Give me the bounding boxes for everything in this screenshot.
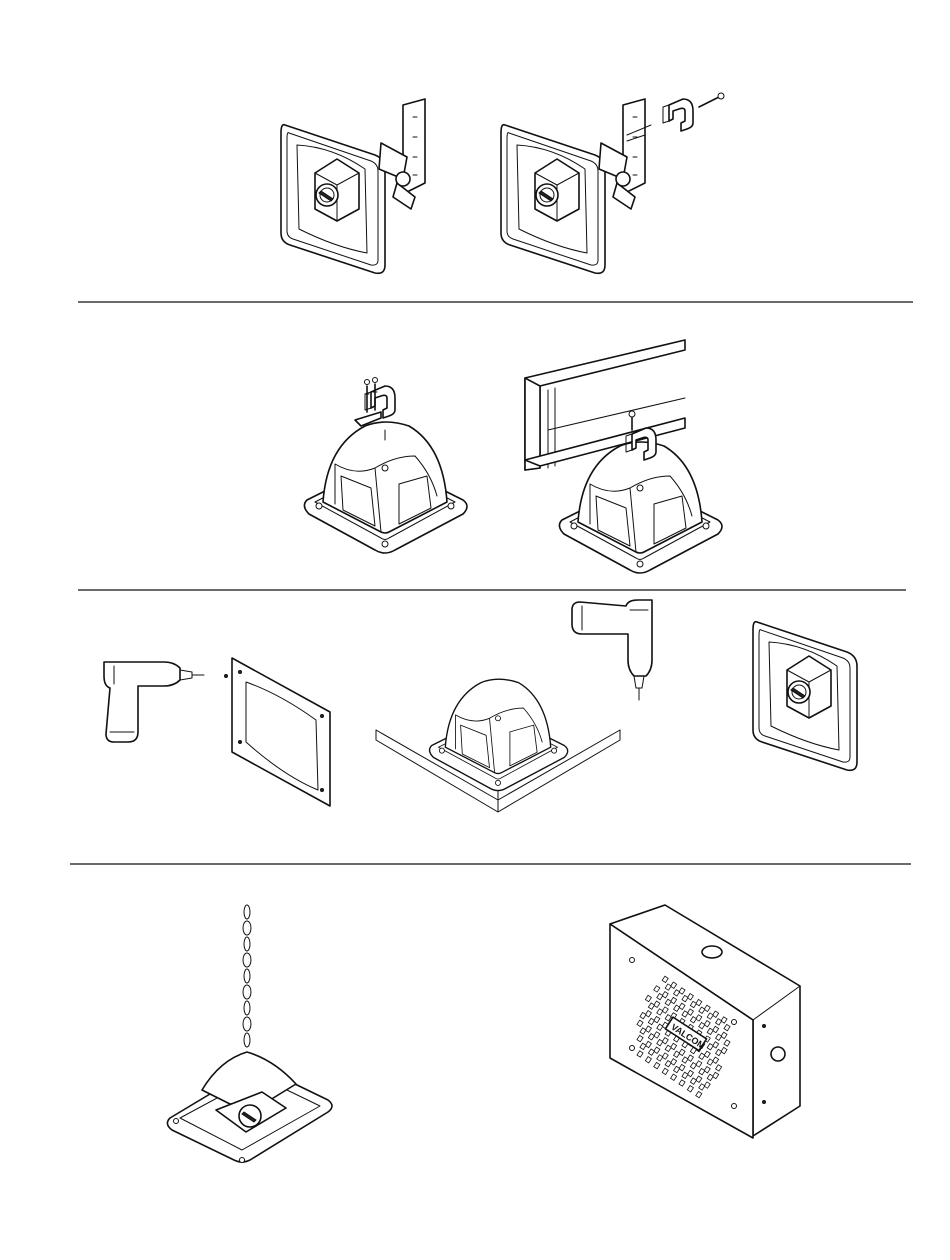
figure-horn-flush-mounted [753, 622, 857, 771]
figure-horn-chain-hung [167, 905, 332, 1163]
figure-drill-gasket [104, 658, 330, 806]
figure-horn-wall-bracket [281, 99, 425, 273]
figure-horn-wall-bracket-clamp [501, 93, 724, 273]
figure-speaker-box: VALCOM [610, 905, 800, 1138]
chain [243, 905, 251, 1047]
figure-drill-surface-mount [376, 600, 652, 812]
figure-horn-clamp-bolts [304, 378, 467, 554]
figure-horn-ibeam-mount [525, 340, 722, 573]
